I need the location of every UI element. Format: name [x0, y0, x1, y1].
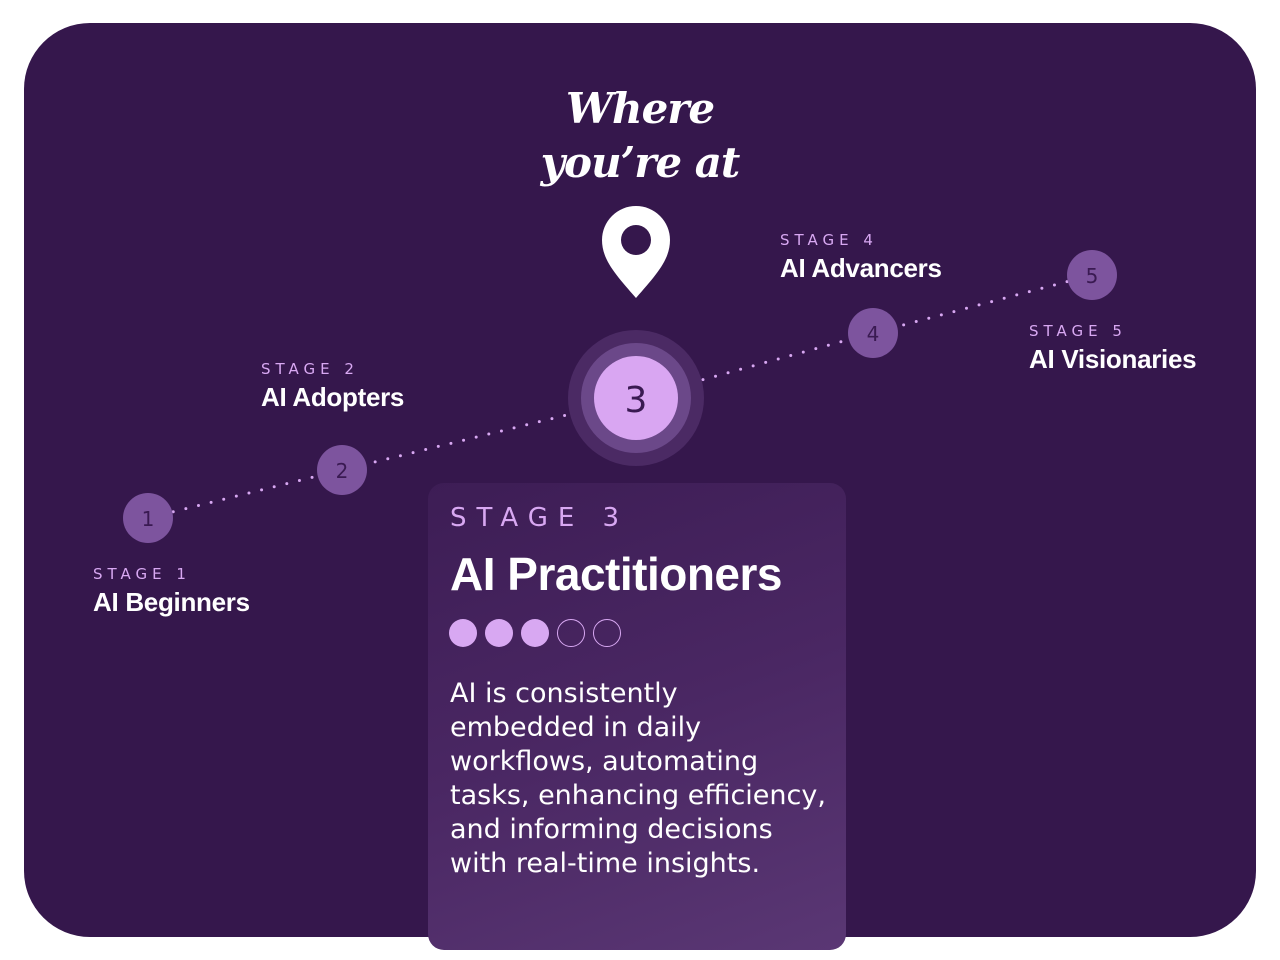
- title-line-2: you’re at: [540, 138, 741, 187]
- stage-name: AI Visionaries: [1029, 344, 1197, 374]
- stage-node-3-current[interactable]: 3: [568, 330, 704, 466]
- node-number: 3: [625, 380, 648, 421]
- stage-node-1[interactable]: 1: [123, 493, 173, 543]
- node-number: 2: [336, 459, 349, 483]
- level-dot-filled: [449, 619, 477, 647]
- node-number: 1: [142, 507, 155, 531]
- stage-number-label: STAGE 2: [261, 360, 359, 378]
- stage-number-label: STAGE 1: [93, 565, 191, 583]
- stage-number-label: STAGE 4: [780, 231, 878, 249]
- level-dot-empty: [557, 619, 585, 647]
- title-line-1: Where: [565, 84, 715, 133]
- stage-label-2: STAGE 2 AI Adopters: [261, 360, 404, 413]
- stage-node-4[interactable]: 4: [848, 308, 898, 358]
- location-pin-icon: [602, 206, 670, 298]
- stage-label-4: STAGE 4 AI Advancers: [780, 231, 942, 284]
- node-number: 5: [1086, 264, 1099, 288]
- stage-label-5: STAGE 5 AI Visionaries: [1029, 322, 1197, 375]
- level-dot-filled: [521, 619, 549, 647]
- stage-node-2[interactable]: 2: [317, 445, 367, 495]
- level-indicator: [449, 619, 621, 647]
- page-title: Where you’re at: [440, 82, 840, 190]
- stage-name: AI Adopters: [261, 382, 405, 412]
- current-stage-card: STAGE 3 AI Practitioners AI is consisten…: [428, 483, 846, 950]
- stage-name: AI Beginners: [93, 587, 250, 617]
- current-stage-description: AI is consistently embedded in daily wor…: [450, 678, 826, 879]
- current-stage-name: AI Practitioners: [450, 548, 783, 600]
- stage-label-1: STAGE 1 AI Beginners: [93, 565, 250, 618]
- level-dot-empty: [593, 619, 621, 647]
- current-stage-label: STAGE 3: [450, 503, 630, 533]
- stage-node-5[interactable]: 5: [1067, 250, 1117, 300]
- node-number: 4: [867, 322, 880, 346]
- stage-name: AI Advancers: [780, 253, 942, 283]
- level-dot-filled: [485, 619, 513, 647]
- stage-number-label: STAGE 5: [1029, 322, 1127, 340]
